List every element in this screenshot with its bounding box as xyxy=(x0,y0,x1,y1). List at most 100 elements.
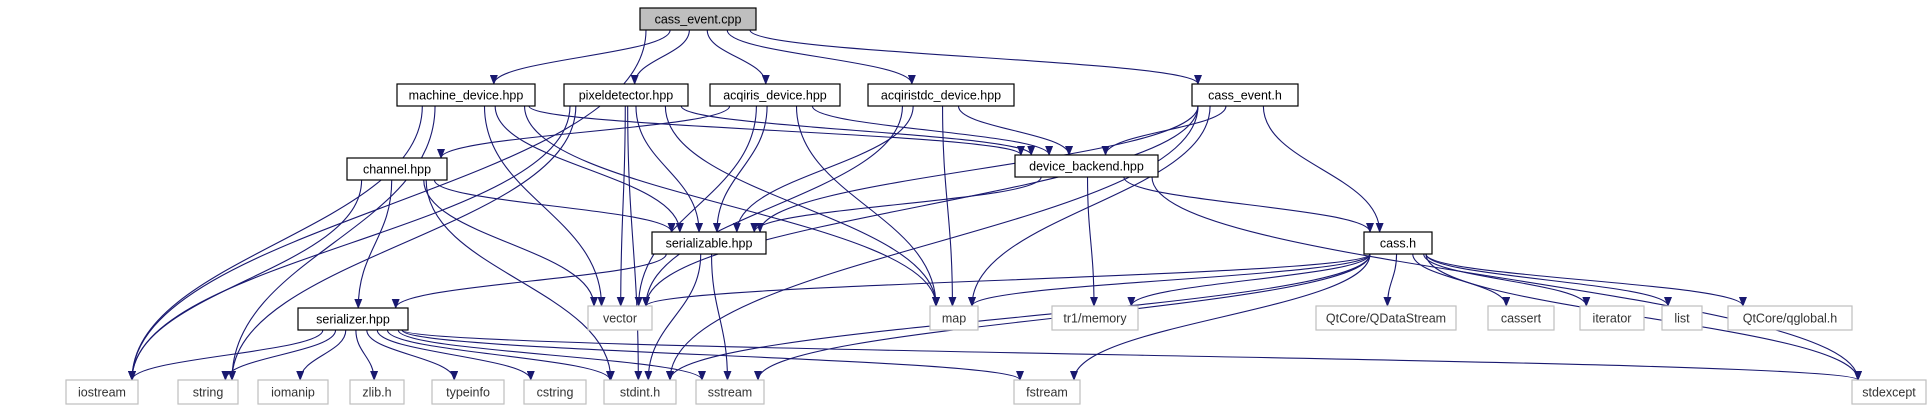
edge-machine_device-to-serializable xyxy=(494,105,684,233)
node-machine_device[interactable]: machine_device.hpp xyxy=(396,83,536,107)
edge-device_backend-to-stdexcept xyxy=(1151,176,1862,381)
edge-cass_event_h-to-serializable xyxy=(756,105,1199,233)
edge-acqiristdc_device-to-device_backend xyxy=(957,105,1073,156)
node-label: fstream xyxy=(1026,386,1068,400)
edge-pixeldetector-to-iostream xyxy=(128,105,571,381)
node-label: serializable.hpp xyxy=(666,237,753,251)
node-channel[interactable]: channel.hpp xyxy=(346,157,448,181)
edge-acqiris_device-to-device_backend xyxy=(811,105,1054,156)
edge-device_backend-to-tr1memory xyxy=(1086,176,1098,307)
node-label: acqiristdc_device.hpp xyxy=(881,89,1001,103)
node-cass_h[interactable]: cass.h xyxy=(1363,231,1433,255)
node-label: iomanip xyxy=(271,386,315,400)
edge-serializer-to-typeinfo xyxy=(366,329,459,381)
node-label: tr1/memory xyxy=(1063,312,1127,326)
node-serializer[interactable]: serializer.hpp xyxy=(297,307,409,331)
edge-serializer-to-sstream xyxy=(397,329,706,381)
node-cassert: cassert xyxy=(1487,305,1555,331)
node-label: map xyxy=(942,312,966,326)
edge-cass_event_cpp-to-acqiristdc_device xyxy=(726,29,916,85)
node-box xyxy=(1727,305,1853,331)
edge-cass_h-to-list xyxy=(1425,253,1672,307)
node-label: cassert xyxy=(1501,312,1542,326)
node-box xyxy=(1013,379,1081,405)
edge-channel-to-iostream xyxy=(128,179,363,381)
node-label: list xyxy=(1674,312,1690,326)
node-box xyxy=(639,7,757,31)
edge-cass_event_h-to-cass_h xyxy=(1262,105,1384,233)
edge-serializer-to-iomanip xyxy=(296,329,347,381)
edge-acqiris_device-to-channel xyxy=(437,105,731,159)
node-cass_event_cpp[interactable]: cass_event.cpp xyxy=(639,7,757,31)
node-qglobal: QtCore/qglobal.h xyxy=(1727,305,1853,331)
node-box xyxy=(1051,305,1139,331)
edge-device_backend-to-serializable xyxy=(750,176,1042,233)
edge-serializer-to-zlib xyxy=(355,329,379,381)
node-box xyxy=(257,379,329,405)
node-label: zlib.h xyxy=(362,386,391,400)
node-string: string xyxy=(177,379,239,405)
node-zlib: zlib.h xyxy=(349,379,405,405)
node-box xyxy=(603,379,677,405)
node-stdint: stdint.h xyxy=(603,379,677,405)
node-box xyxy=(396,83,536,107)
node-label: QtCore/qglobal.h xyxy=(1743,312,1838,326)
node-box xyxy=(1579,305,1645,331)
node-acqiristdc_device[interactable]: acqiristdc_device.hpp xyxy=(867,83,1015,107)
node-box xyxy=(695,379,765,405)
node-label: cass_event.h xyxy=(1208,89,1282,103)
node-box xyxy=(867,83,1015,107)
node-box xyxy=(709,83,841,107)
node-label: sstream xyxy=(708,386,752,400)
node-label: cass.h xyxy=(1380,237,1416,251)
nodes-layer: cass_event.cpp machine_device.hpp pixeldet… xyxy=(65,7,1927,405)
edge-cass_event_cpp-to-cass_event_h xyxy=(749,29,1202,85)
node-box xyxy=(349,379,405,405)
edge-cass_h-to-iterator xyxy=(1423,253,1591,307)
node-fstream: fstream xyxy=(1013,379,1081,405)
node-label: cass_event.cpp xyxy=(655,13,742,27)
node-label: serializer.hpp xyxy=(316,313,390,327)
node-iostream: iostream xyxy=(65,379,139,405)
node-vector: vector xyxy=(587,305,653,331)
node-acqiris_device[interactable]: acqiris_device.hpp xyxy=(709,83,841,107)
node-label: stdexcept xyxy=(1862,386,1916,400)
edge-cass_event_cpp-to-pixeldetector xyxy=(630,29,690,85)
edge-device_backend-to-cass_h xyxy=(1123,176,1374,233)
node-cass_event_h[interactable]: cass_event.h xyxy=(1191,83,1299,107)
edge-pixeldetector-to-vector xyxy=(616,105,626,307)
edge-channel-to-stdint xyxy=(425,179,615,381)
edge-acqiristdc_device-to-vector xyxy=(642,105,904,307)
edge-acqiristdc_device-to-map xyxy=(942,105,957,307)
edge-cass_h-to-qglobal xyxy=(1425,253,1747,307)
node-box xyxy=(346,157,448,181)
edge-pixeldetector-to-string xyxy=(228,105,577,381)
node-label: acqiris_device.hpp xyxy=(723,89,827,103)
edge-serializer-to-iostream xyxy=(128,329,324,381)
edge-serializer-to-stdexcept xyxy=(401,329,1862,381)
edge-machine_device-to-map xyxy=(524,105,940,307)
edge-cass_event_cpp-to-machine_device xyxy=(489,29,671,85)
edge-cass_h-to-tr1memory xyxy=(1127,253,1371,307)
edge-serializable-to-stdint xyxy=(644,253,702,381)
node-pixeldetector[interactable]: pixeldetector.hpp xyxy=(563,83,689,107)
edge-cass_h-to-vector xyxy=(642,253,1371,307)
edge-serializable-to-serializer xyxy=(391,253,667,309)
node-label: stdint.h xyxy=(620,386,660,400)
edge-serializable-to-sstream xyxy=(710,253,732,381)
node-label: iostream xyxy=(78,386,126,400)
node-label: cstring xyxy=(537,386,574,400)
edge-machine_device-to-string xyxy=(228,105,436,381)
edge-serializer-to-string xyxy=(221,329,337,381)
edge-cass_event_h-to-vector xyxy=(642,105,1199,307)
node-box xyxy=(1487,305,1555,331)
edge-serializer-to-cstring xyxy=(376,329,535,381)
node-device_backend[interactable]: device_backend.hpp xyxy=(1014,154,1159,178)
edge-channel-to-serializer xyxy=(354,179,393,309)
node-typeinfo: typeinfo xyxy=(431,379,505,405)
node-label: string xyxy=(193,386,224,400)
edge-acqiristdc_device-to-serializable xyxy=(732,105,914,233)
node-serializable[interactable]: serializable.hpp xyxy=(651,231,767,255)
node-box xyxy=(587,305,653,331)
